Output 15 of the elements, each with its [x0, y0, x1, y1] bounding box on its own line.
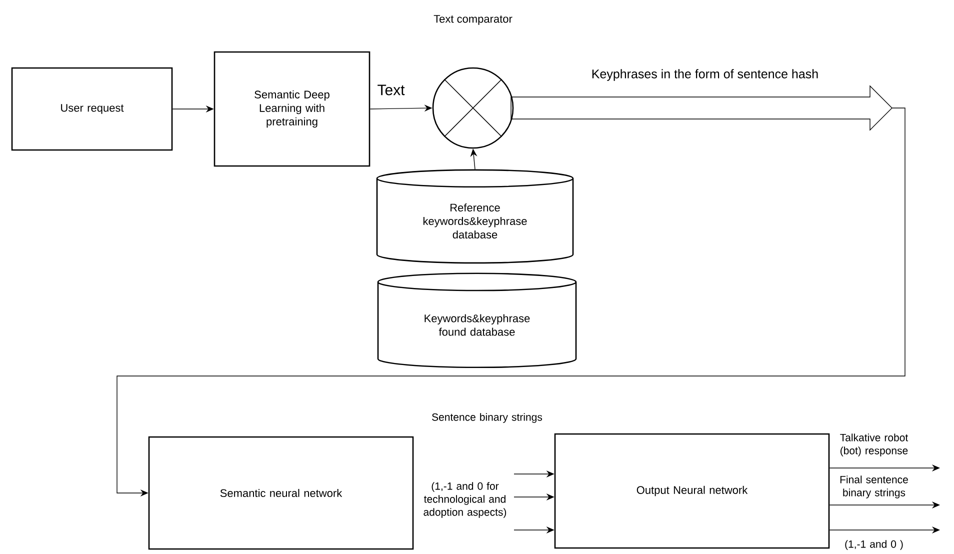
- comparator-circle: [432, 67, 514, 149]
- database-cylinder: Reference keywords&keyphrase database: [376, 169, 574, 264]
- process-box: Output Neural network: [554, 433, 830, 549]
- text-label: Talkative robot (bot) response: [840, 434, 908, 456]
- text-label: Final sentence binary strings: [840, 476, 908, 498]
- process-box: User request: [11, 67, 173, 151]
- text-label: Sentence binary strings: [432, 413, 542, 423]
- edge-label: Text: [376, 84, 406, 96]
- process-box: Semantic Deep Learning with pretraining: [214, 51, 370, 167]
- node-caption: Text comparator: [434, 15, 512, 25]
- text-label: (1,-1 and 0 ): [845, 540, 903, 550]
- text-label: (1,-1 and 0 for technological and adoption aspects): [424, 482, 506, 518]
- edge-label: Keyphrases in the form of sentence hash: [590, 68, 820, 82]
- database-cylinder: Keywords&keyphrase found database: [377, 272, 577, 368]
- process-box: Semantic neural network: [148, 436, 414, 550]
